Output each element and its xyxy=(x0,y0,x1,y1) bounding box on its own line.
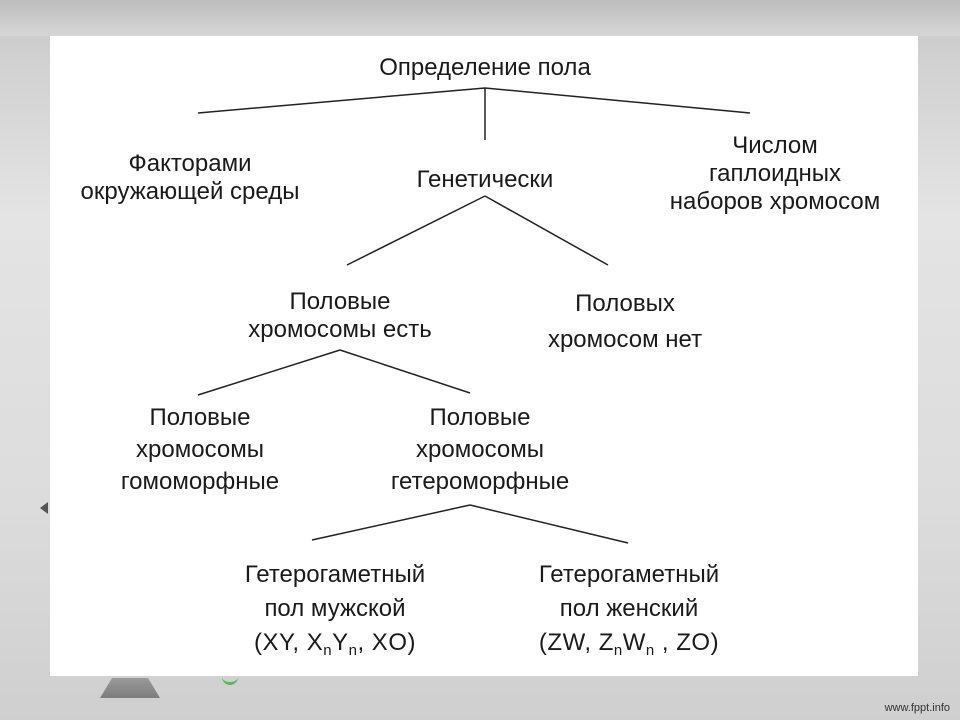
connector-root-right xyxy=(484,87,751,114)
background-top-band xyxy=(0,0,960,36)
node-sex-chromosomes-no: Половых хромосом нет xyxy=(510,286,740,358)
node-sex-chromosomes-yes-line-2: хромосомы есть xyxy=(248,316,432,343)
node-environment: Факторами окружающей среды xyxy=(50,150,330,206)
male-formula-close: , XO) xyxy=(357,629,416,656)
node-homomorphic-line-1: Половые xyxy=(149,404,251,431)
node-heteromorphic: Половые хромосомы гетероморфные xyxy=(350,402,610,498)
male-formula-sub-1: n xyxy=(323,642,333,659)
slide-canvas xyxy=(50,36,918,676)
podium-decoration xyxy=(100,678,160,698)
node-genetic-label: Генетически xyxy=(416,166,554,193)
node-heteromorphic-line-2: хромосомы xyxy=(416,436,544,463)
node-haploid: Числом гаплоидных наборов хромосом xyxy=(630,132,920,216)
connector-hetero-left xyxy=(311,504,471,541)
node-female: Гетерогаметный пол женский (ZW, ZnWn , Z… xyxy=(494,558,764,660)
node-male-line-1: Гетерогаметный xyxy=(244,561,426,588)
female-formula-open: (ZW, Z xyxy=(538,629,614,656)
node-homomorphic-line-2: хромосомы xyxy=(136,436,264,463)
connector-yes-right xyxy=(339,349,471,394)
node-female-formula: (ZW, ZnWn , ZO) xyxy=(494,626,764,660)
node-female-line-1: Гетерогаметный xyxy=(538,561,720,588)
node-sex-chromosomes-no-line-2: хромосом нет xyxy=(547,326,703,353)
node-heteromorphic-line-1: Половые xyxy=(429,404,531,431)
connector-yes-left xyxy=(197,349,341,396)
node-environment-line-1: Факторами xyxy=(128,150,252,177)
female-formula-sub-1: n xyxy=(613,642,623,659)
node-haploid-line-1: Числом xyxy=(732,132,818,159)
node-homomorphic: Половые хромосомы гомоморфные xyxy=(70,402,330,498)
connector-genetic-left xyxy=(346,195,486,266)
node-male-formula: (XY, XnYn, XO) xyxy=(200,626,470,660)
female-formula-sub-2: n xyxy=(645,642,655,659)
node-genetic: Генетически xyxy=(380,166,590,194)
node-root-label: Определение пола xyxy=(379,54,591,81)
node-homomorphic-line-3: гомоморфные xyxy=(120,468,280,495)
female-formula-close: , ZO) xyxy=(654,629,720,656)
footer-credit: www.fppt.info xyxy=(884,702,950,714)
node-sex-chromosomes-no-line-1: Половых xyxy=(575,290,675,317)
node-female-line-2: пол женский xyxy=(559,595,699,622)
node-sex-chromosomes-yes: Половые хромосомы есть xyxy=(210,288,470,344)
left-arrow-decoration xyxy=(40,502,48,514)
node-male-line-2: пол мужской xyxy=(264,595,406,622)
green-swoosh-decoration xyxy=(222,676,238,685)
node-male: Гетерогаметный пол мужской (XY, XnYn, XO… xyxy=(200,558,470,660)
node-environment-line-2: окружающей среды xyxy=(80,178,300,205)
connector-root-left xyxy=(197,87,486,114)
male-formula-sub-2: n xyxy=(348,642,358,659)
male-formula-open: (XY, X xyxy=(254,629,324,656)
node-root: Определение пола xyxy=(330,54,640,82)
node-haploid-line-2: гаплоидных xyxy=(708,160,842,187)
node-sex-chromosomes-yes-line-1: Половые xyxy=(289,288,391,315)
male-formula-mid: Y xyxy=(332,629,349,656)
connector-genetic-right xyxy=(484,195,609,266)
female-formula-mid: W xyxy=(622,629,646,656)
node-haploid-line-3: наборов хромосом xyxy=(669,188,881,215)
connector-hetero-right xyxy=(469,504,629,544)
node-heteromorphic-line-3: гетероморфные xyxy=(390,468,570,495)
